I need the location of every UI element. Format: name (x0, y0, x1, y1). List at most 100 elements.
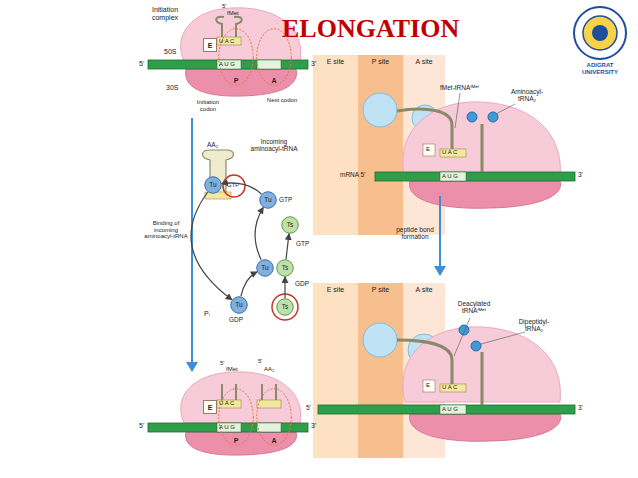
diagram-label: Pᵢ (204, 310, 210, 318)
codon-box (257, 423, 281, 432)
diagram-label: GDP (229, 316, 243, 323)
cycle-arrow (286, 234, 289, 259)
diagram-label: Initiation complex (143, 6, 187, 21)
diagram-label: 5' (220, 360, 224, 367)
highlight-circle (272, 294, 298, 320)
leader-line (455, 93, 460, 128)
site-band: P site (358, 55, 403, 235)
site-ellipse (219, 389, 254, 446)
site-ellipse (219, 29, 254, 86)
amino-acid-ball (471, 341, 481, 351)
node-text: E site (327, 58, 345, 65)
anticodon-box (217, 400, 241, 408)
logo-core (592, 25, 608, 41)
anticodon-box (440, 384, 466, 392)
diagram-label: Binding of incoming aminoacyl-tRNA (142, 220, 190, 240)
diagram-label: A U G (442, 406, 458, 413)
factor-disc (231, 297, 248, 314)
trna-shape (481, 124, 484, 172)
node-text: A site (415, 58, 432, 65)
ribosome-site: A (256, 388, 292, 446)
diagram-label: A U G (219, 424, 235, 431)
diagram-label: U A C (442, 384, 457, 391)
diagram-label: U A C (442, 149, 457, 156)
factor-disc (205, 177, 222, 194)
cycle-arrow (241, 272, 257, 296)
chemical-structure (363, 93, 397, 127)
site-band: E site (313, 283, 358, 458)
node-text: A site (415, 286, 432, 293)
codon-box (440, 172, 466, 181)
factor-disc (277, 299, 294, 316)
node-text: Ts (282, 265, 289, 272)
diagram-label: Initiation codon (188, 99, 228, 112)
ribosome-site: A (256, 28, 292, 86)
chemical-structure (363, 323, 397, 357)
codon-box (217, 60, 241, 69)
process-arrow (439, 196, 441, 268)
node-text: E (208, 404, 213, 411)
node-text: E (208, 42, 213, 49)
diagram-label: Aminoacyl-tRNA₂ (503, 88, 551, 102)
node-text: Tu (209, 182, 216, 189)
cycle-arrow (191, 192, 232, 299)
codon-box (257, 60, 281, 69)
diagram-label: Dipeptidyl-tRNA₂ (510, 318, 558, 332)
diagram-label: Deacylated tRNAᶠᴹᵉᵗ (446, 300, 502, 314)
node-text: Tu (264, 197, 271, 204)
diagram-label: 5' (139, 422, 144, 430)
arrow-head (434, 266, 446, 276)
diagram-label: 50S (164, 48, 176, 56)
leader-line (496, 104, 515, 114)
diagram-label: A U G (219, 61, 235, 68)
node-text: P (234, 77, 239, 84)
trna-shape (216, 17, 242, 37)
cycle-arrow (255, 208, 263, 260)
small-subunit (186, 69, 297, 96)
node-text: A (271, 437, 276, 444)
diagram-label: 30S (166, 84, 178, 92)
mrna-strand (148, 60, 308, 69)
node-text: P site (372, 286, 389, 293)
large-subunit (403, 102, 561, 178)
diagram-label: fMet-tRNAᶠᴹᵉᵗ (440, 84, 479, 91)
diagram-label: GTP (227, 182, 239, 189)
cycle-arrow (284, 277, 285, 298)
node-text: Ts (282, 304, 289, 311)
large-subunit (181, 372, 301, 423)
site-band: E site (313, 55, 358, 235)
node-text: P (234, 437, 239, 444)
site-box (423, 144, 435, 156)
logo-ring (574, 7, 626, 59)
logo-gear (583, 16, 617, 50)
trna-shape (481, 352, 484, 405)
node-text: Tu (235, 302, 242, 309)
diagram-label: 3' (578, 404, 583, 411)
leader-line (454, 318, 470, 356)
site-ellipse (257, 29, 292, 86)
factor-circle: Tu (204, 176, 222, 194)
diagram-label: U A C (219, 400, 234, 407)
site-box (423, 380, 435, 392)
diagram-label: Incoming aminoacyl-tRNA (246, 138, 302, 152)
codon-box (217, 423, 241, 432)
diagram-label: GTP (296, 240, 309, 247)
ribosome-site: P (218, 28, 254, 86)
diagram-label: AA₂ (207, 141, 218, 148)
factor-disc (260, 192, 277, 209)
arrow-head (186, 362, 198, 372)
diagram-label: fMet (227, 10, 239, 17)
diagram-label: mRNA 5' (340, 171, 365, 178)
diagram-label: AA₂ (264, 366, 274, 373)
mrna-strand (318, 405, 575, 414)
site-ellipse (257, 389, 292, 446)
site-band: P site (358, 283, 403, 458)
diagram-label: ADIGRAT UNIVERSITY (569, 62, 631, 75)
factor-circle: Tu (259, 191, 277, 209)
highlight-circle (223, 175, 245, 197)
diagram-label: 3' (311, 60, 316, 68)
factor-circle: Ts (276, 298, 294, 316)
factor-circle: Ts (281, 216, 299, 234)
factor-disc (282, 217, 299, 234)
